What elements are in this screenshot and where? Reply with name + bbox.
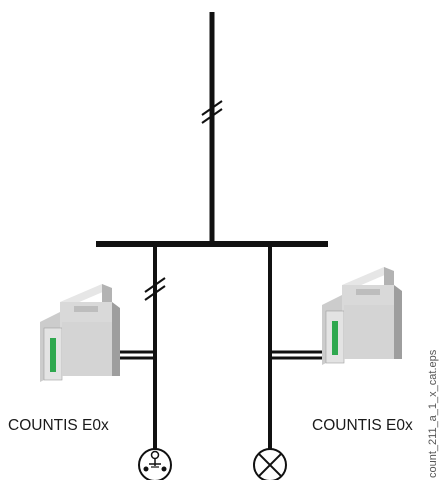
meter-device-icon xyxy=(40,284,120,382)
meter-device-icon xyxy=(322,267,402,365)
meter-label-right: COUNTIS E0x xyxy=(312,417,413,434)
meter-tap-right xyxy=(270,350,330,360)
lamp-icon xyxy=(253,448,287,480)
meter-tap-left xyxy=(116,350,155,360)
main-supply-line xyxy=(201,12,223,244)
left-branch xyxy=(116,244,166,465)
three-phase-marker-main xyxy=(201,100,223,124)
meter-label-left: COUNTIS E0x xyxy=(8,417,109,434)
right-branch xyxy=(268,244,330,465)
socket-outlet-icon xyxy=(138,448,172,480)
three-phase-marker-left xyxy=(144,277,166,301)
file-caption: count_211_a_1_x_cat.eps xyxy=(427,349,439,478)
